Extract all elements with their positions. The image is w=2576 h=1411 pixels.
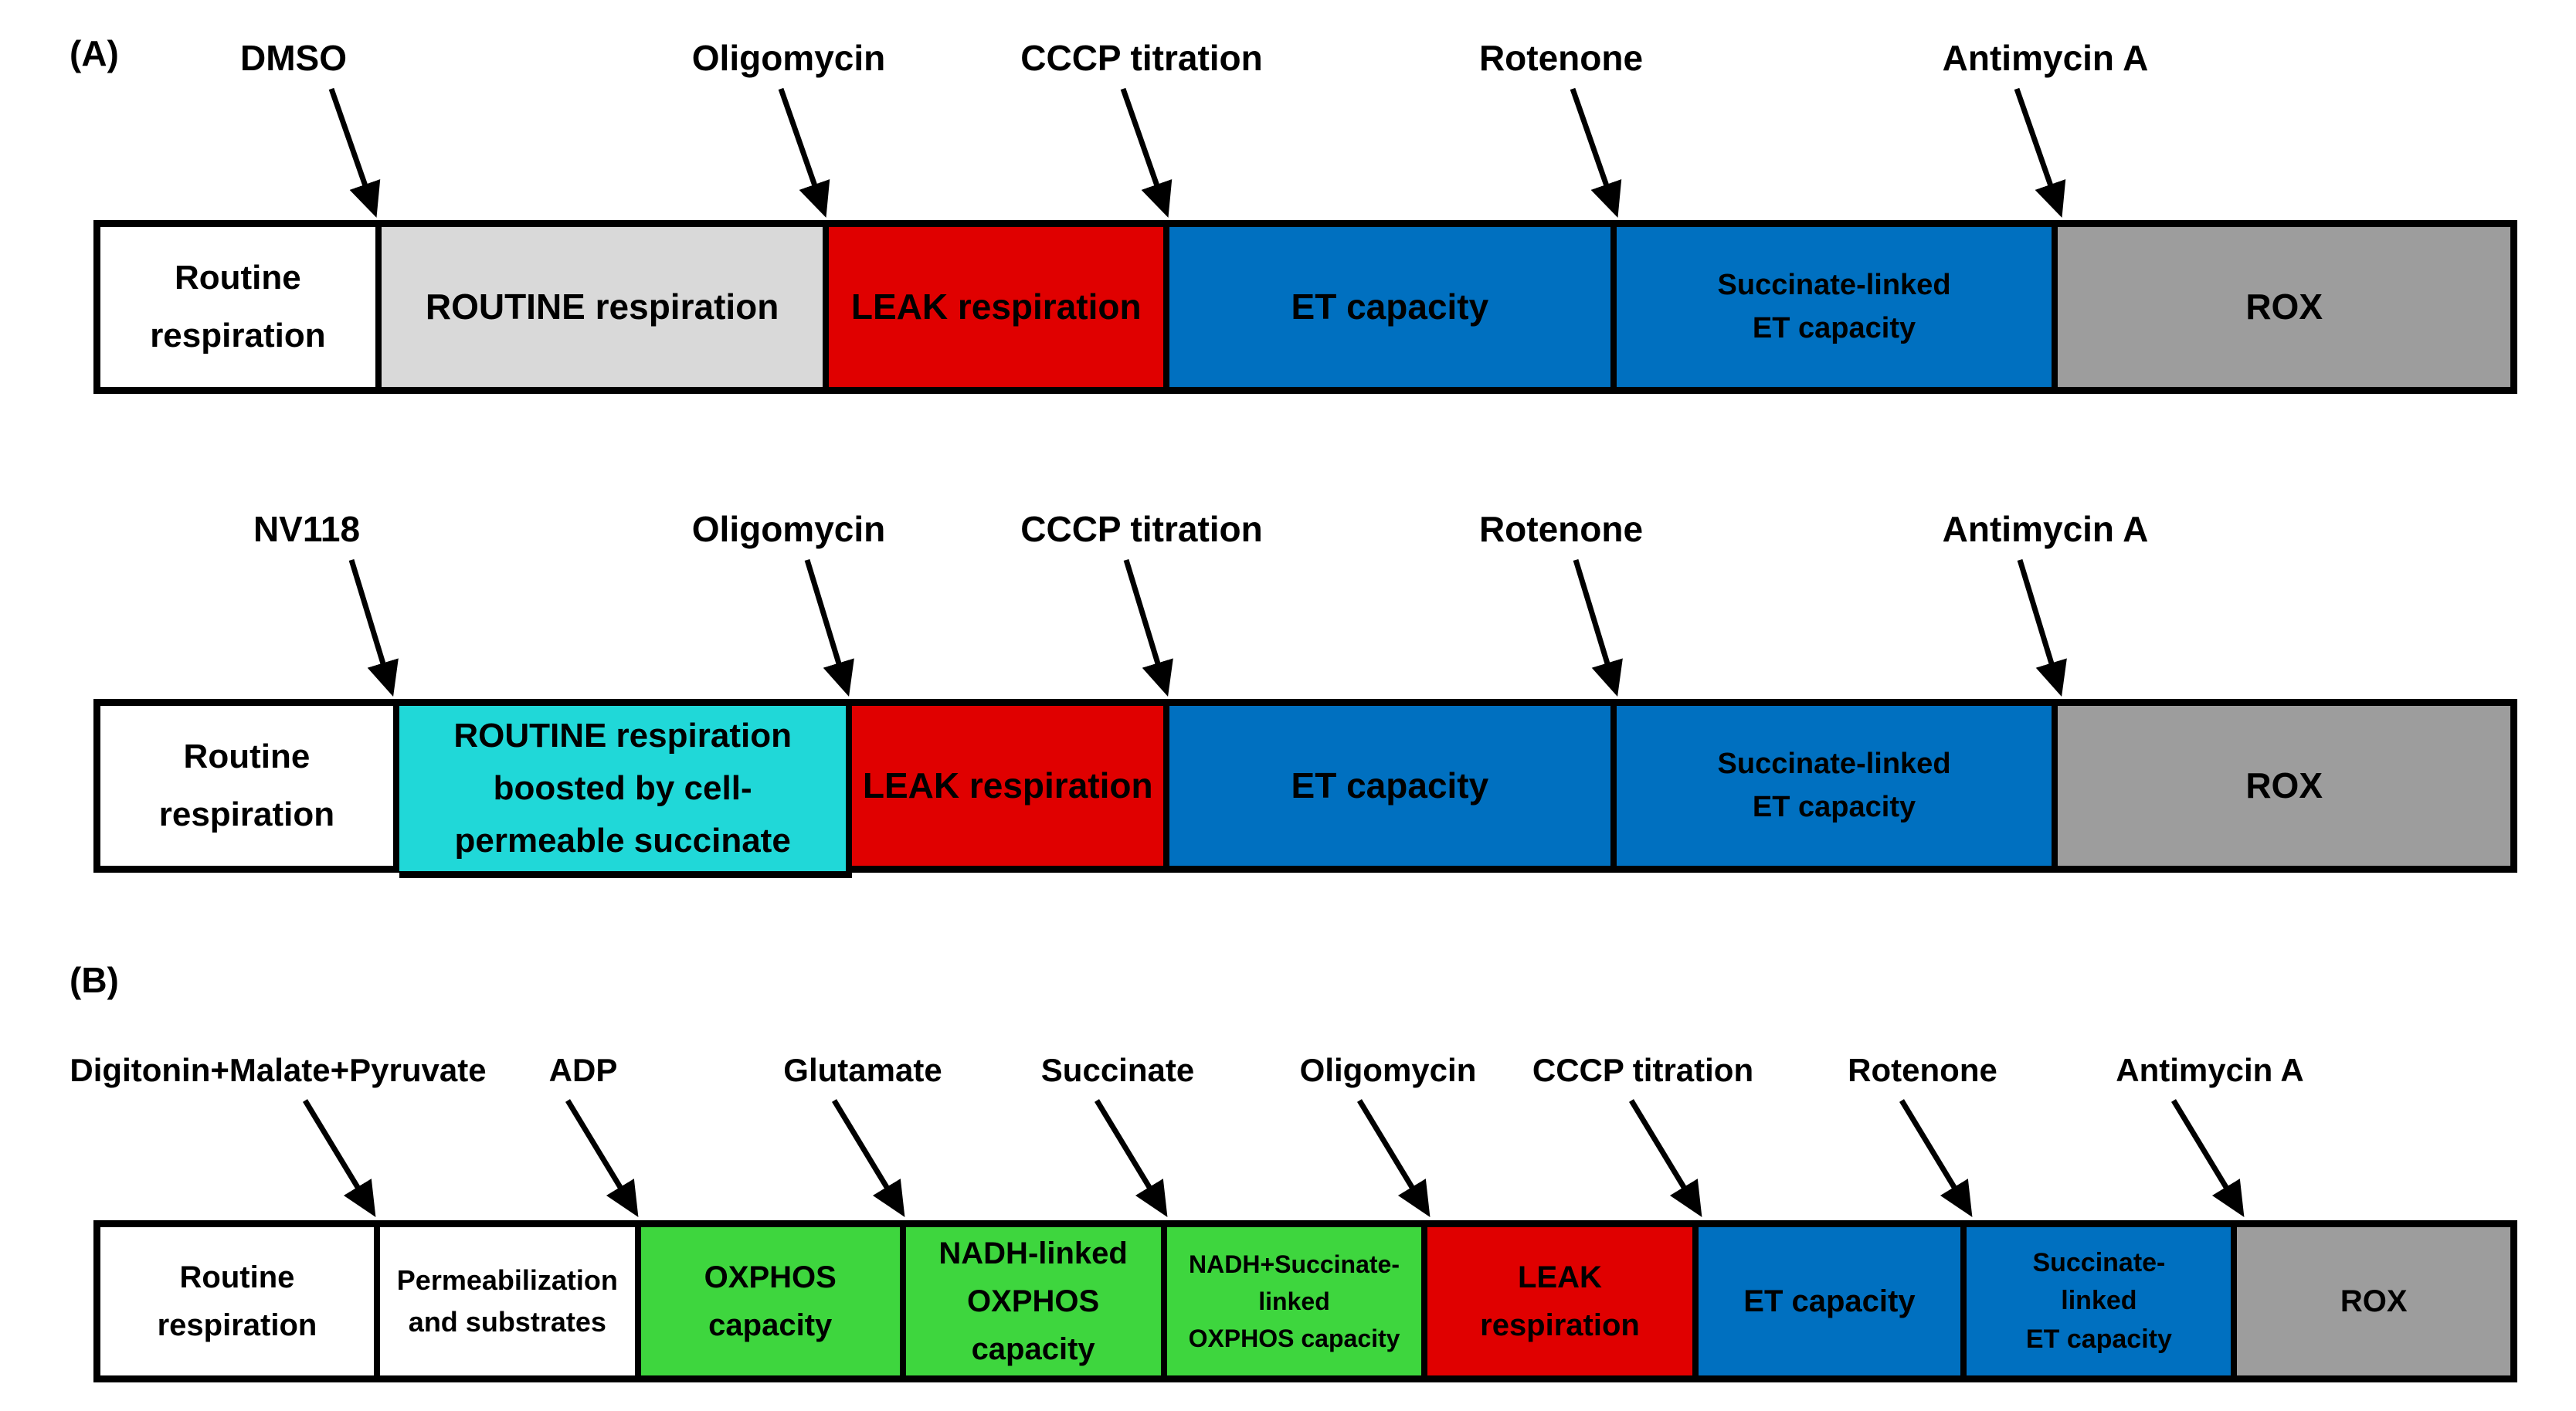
injection-label-dmso: DMSO (240, 38, 347, 78)
arrow-rotenone-a1 (1570, 87, 1622, 218)
segment-rox: ROX (2058, 227, 2510, 387)
injection-label-rotenone-b: Rotenone (1848, 1052, 1997, 1088)
segment-et-capacity: ET capacity (1698, 1227, 1967, 1375)
segment-leak-respiration: LEAK respiration (829, 227, 1169, 387)
protocol-bar-b: Routine respiration Permeabilization and… (93, 1220, 2517, 1382)
injection-label-oligomycin-a2: Oligomycin (691, 509, 886, 549)
injection-label-succinate: Succinate (1040, 1052, 1195, 1088)
arrow-antimycin-a1 (2014, 87, 2066, 218)
injection-label-antimycin-a1: Antimycin A (1942, 38, 2149, 78)
segment-rox: ROX (2237, 1227, 2510, 1375)
injection-label-cccp-a2: CCCP titration (1020, 509, 1263, 549)
injection-label-oligomycin-b: Oligomycin (1299, 1052, 1477, 1088)
segment-nadh-succinate-linked-oxphos-capacity: NADH+Succinate- linked OXPHOS capacity (1166, 1227, 1428, 1375)
arrow-nv118 (348, 558, 399, 697)
injection-label-rotenone-a1: Rotenone (1478, 38, 1644, 78)
arrow-oligomycin-b (1357, 1099, 1431, 1217)
segment-succinate-linked-et-capacity: Succinate-linked ET capacity (1616, 227, 2058, 387)
arrow-cccp-a1 (1120, 87, 1173, 218)
segment-leak-respiration: LEAK respiration (1427, 1227, 1699, 1375)
panel-b-label: (B) (70, 960, 119, 1000)
segment-routine-respiration: Routine respiration (100, 706, 399, 866)
injection-label-digitonin-malate-pyruvate: Digitonin+Malate+Pyruvate (70, 1052, 487, 1088)
panel-a-label: (A) (70, 33, 119, 73)
arrow-antimycin-a2 (2017, 558, 2067, 697)
segment-nadh-linked-oxphos-capacity: NADH-linked OXPHOS capacity (905, 1227, 1167, 1375)
segment-routine-respiration-dmso: ROUTINE respiration (381, 227, 830, 387)
arrow-rotenone-a2 (1573, 558, 1623, 697)
arrow-rotenone-b (1899, 1099, 1973, 1217)
protocol-bar-a2: Routine respiration ROUTINE respiration … (93, 699, 2517, 878)
injection-label-glutamate: Glutamate (783, 1052, 942, 1088)
injection-label-cccp-b: CCCP titration (1532, 1052, 1754, 1088)
arrow-oligomycin-a2 (804, 558, 854, 697)
arrow-cccp-a2 (1123, 558, 1173, 697)
injection-label-adp: ADP (548, 1052, 618, 1088)
arrow-glutamate (832, 1099, 905, 1217)
segment-permeabilization-substrates: Permeabilization and substrates (379, 1227, 641, 1375)
injection-label-nv118: NV118 (253, 509, 361, 549)
arrow-antimycin-b (2171, 1099, 2245, 1217)
arrow-adp (565, 1099, 639, 1217)
arrow-dmso (328, 87, 381, 218)
segment-et-capacity: ET capacity (1169, 706, 1617, 866)
arrow-digitonin-malate-pyruvate (303, 1099, 376, 1217)
segment-et-capacity: ET capacity (1169, 227, 1617, 387)
segment-routine-respiration: Routine respiration (100, 227, 382, 387)
arrow-succinate (1095, 1099, 1168, 1217)
injection-label-oligomycin-a1: Oligomycin (691, 38, 886, 78)
segment-succinate-linked-et-capacity: Succinate-linked ET capacity (1616, 706, 2058, 866)
segment-leak-respiration: LEAK respiration (852, 706, 1169, 866)
injection-label-antimycin-a2: Antimycin A (1942, 509, 2149, 549)
segment-succinate-linked-et-capacity: Succinate- linked ET capacity (1967, 1227, 2238, 1375)
injection-label-cccp-a1: CCCP titration (1020, 38, 1263, 78)
protocol-bar-a1: Routine respiration ROUTINE respiration … (93, 220, 2517, 394)
arrow-cccp-b (1629, 1099, 1702, 1217)
injection-label-rotenone-a2: Rotenone (1478, 509, 1644, 549)
injection-label-antimycin-b: Antimycin A (2116, 1052, 2304, 1088)
segment-routine-boosted-succinate: ROUTINE respiration boosted by cell- per… (399, 706, 853, 878)
arrow-oligomycin-a1 (778, 87, 830, 218)
segment-routine-respiration: Routine respiration (100, 1227, 380, 1375)
segment-rox: ROX (2058, 706, 2510, 866)
segment-oxphos-capacity: OXPHOS capacity (640, 1227, 906, 1375)
